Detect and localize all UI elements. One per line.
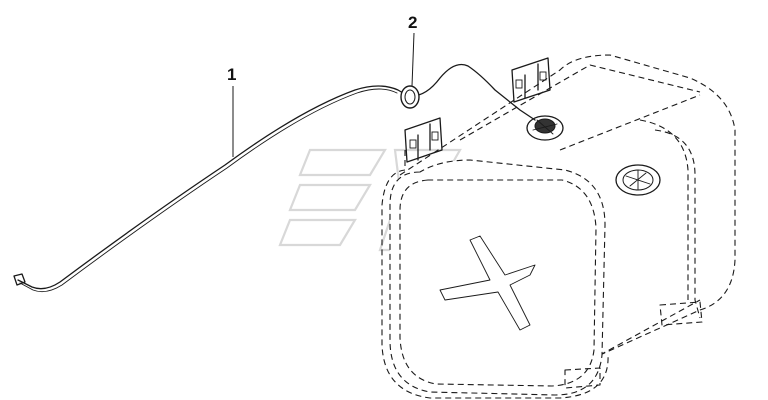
fuel-tank xyxy=(381,54,736,399)
tank-front-face xyxy=(389,159,606,396)
tank-strap-rear-2 xyxy=(639,119,689,300)
fuel-pipe-line-inner xyxy=(19,88,398,293)
callout-2-label: 2 xyxy=(408,13,417,32)
tank-top-seam xyxy=(459,64,701,141)
bracket-right xyxy=(511,57,551,103)
sender-unit xyxy=(526,115,564,141)
callout-1-label: 1 xyxy=(227,65,236,84)
bracket-left xyxy=(404,117,443,163)
tank-emboss-cross xyxy=(439,235,536,331)
tank-strap-rear xyxy=(654,129,701,319)
filler-cap xyxy=(615,164,661,196)
tank-foot-front xyxy=(564,367,601,389)
grommet xyxy=(400,85,420,109)
callout-2-leader xyxy=(411,32,415,87)
tank-strap-front xyxy=(381,150,609,399)
tank-top-outline xyxy=(399,54,736,391)
fuel-pipe-end-fitting xyxy=(13,273,26,286)
tank-bottom-edge xyxy=(599,299,701,356)
fuel-pipe-line xyxy=(17,63,536,290)
fuel-pipe xyxy=(13,63,536,293)
tank-rear-edge xyxy=(559,94,701,151)
tank-foot-rear xyxy=(659,301,703,326)
tank-front-inner xyxy=(399,179,597,387)
